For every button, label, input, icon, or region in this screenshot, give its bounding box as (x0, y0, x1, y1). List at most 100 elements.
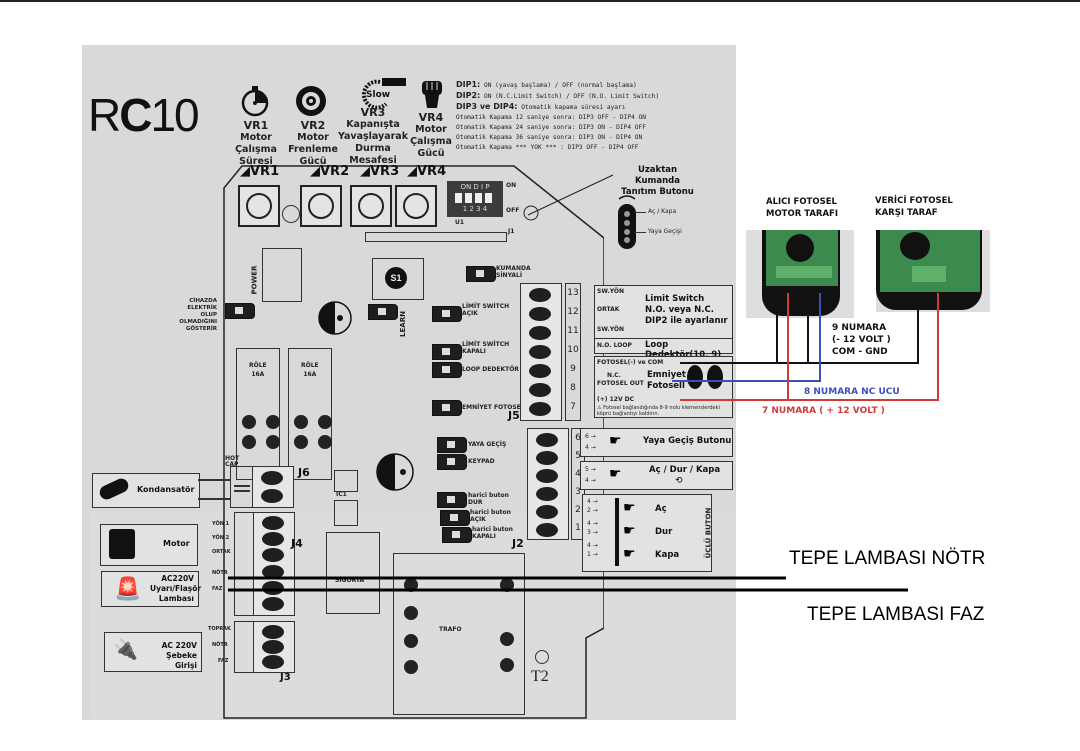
terminal-screw[interactable] (536, 469, 558, 483)
pin-number: 11 (567, 326, 579, 336)
fotosel-com-label: FOTOSEL(-) ve COM (597, 359, 664, 366)
label-line: COM - GND (832, 347, 888, 357)
pin-list: 4 →2 → 4 →3 → 4 →1 → (587, 498, 598, 558)
terminal-screw[interactable] (529, 307, 551, 321)
terminal-screw[interactable] (536, 487, 558, 501)
terminal-screw[interactable] (262, 640, 284, 654)
terminal-screw[interactable] (529, 326, 551, 340)
label-line: 16A (251, 371, 265, 378)
terminal-screw[interactable] (536, 451, 558, 465)
terminal-screw[interactable] (262, 655, 284, 669)
push-button-icon: ☛ (623, 545, 636, 561)
terminal-screw[interactable] (529, 288, 551, 302)
terminal-screw[interactable] (529, 364, 551, 378)
motor-device: Motor (100, 524, 198, 566)
receiver-lens (786, 234, 814, 262)
dip-timing-row: Otomatik Kapama 36 saniye sonra: DIP3 ON… (456, 134, 643, 141)
nc-wire (672, 293, 821, 382)
mains-pin-label: TOPRAK (208, 626, 231, 632)
terminal-screw[interactable] (529, 345, 551, 359)
terminal-screw[interactable] (536, 433, 558, 447)
fuse-label: SİGORTA (335, 577, 365, 584)
label-line: DUR (468, 499, 483, 506)
sw-yon-label: SW.YÖN (597, 288, 624, 295)
relay-pin (266, 435, 280, 449)
j2-label: J2 (512, 537, 524, 550)
vr3-id: VR3 (360, 106, 386, 119)
text-line: Fotosell (647, 381, 685, 391)
warning-text: Fotosel bağlandığında 8-9 nolu klemensle… (597, 405, 720, 417)
push-button-icon: ☛ (623, 499, 636, 515)
vr2-potentiometer[interactable] (300, 185, 342, 227)
hole (535, 650, 549, 664)
vr4-line: Çalışma (410, 136, 452, 147)
terminal-screw[interactable] (262, 565, 284, 579)
terminal-screw[interactable] (262, 532, 284, 546)
label-line: RÖLE (301, 362, 319, 369)
dip1-row: DIP1: ON (yavaş başlama) / OFF (normal b… (456, 80, 659, 91)
motor-pin-label: YÖN 2 (212, 535, 230, 541)
pin-number: 8 (570, 383, 576, 393)
dip-toggles[interactable] (455, 193, 495, 203)
hole (282, 205, 300, 223)
label-line: LİMİT SWİTCH (462, 303, 510, 310)
pedestrian-button-label: Yaya Geçiş Butonu (643, 436, 732, 446)
label-line: AÇIK (462, 310, 478, 317)
led-12 (432, 306, 462, 322)
terminal-screw[interactable] (261, 489, 283, 503)
vr4-board-id: VR4 (417, 164, 447, 179)
fuse-sigorta: SİGORTA (326, 532, 380, 614)
terminal-screw[interactable] (262, 597, 284, 611)
dip2-value: ON (N.C.Limit Switch) / OFF (N.O. Limit … (483, 93, 660, 100)
terminal-screw[interactable] (536, 505, 558, 519)
relay-pin (266, 415, 280, 429)
warning-icon: ⚠ (597, 405, 602, 411)
vr1-line: Süresi (239, 156, 273, 167)
terminal-screw[interactable] (262, 516, 284, 530)
label-line: KAPALI (472, 533, 496, 540)
pin-number: 3 (587, 529, 591, 536)
dip-switch[interactable]: ON D I P 1 2 3 4 (447, 181, 503, 217)
label-line: (- 12 VOLT ) (832, 335, 891, 345)
vr1-potentiometer[interactable] (238, 185, 280, 227)
vr3-potentiometer[interactable] (350, 185, 392, 227)
photocell-icon (707, 365, 723, 389)
vr4-potentiometer[interactable] (395, 185, 437, 227)
s1-learn-button[interactable]: S1 (372, 258, 424, 300)
label-line: SİNYALİ (496, 272, 523, 279)
logo-letter: R (88, 89, 121, 141)
pedestrian-button-box: 6 →4 → ☛ Yaya Geçiş Butonu (580, 428, 733, 457)
terminal-screw[interactable] (262, 548, 284, 562)
vr4-id: VR4 (418, 111, 444, 124)
pin-number: 7 (570, 402, 576, 412)
pin-number: 4 (587, 520, 591, 527)
dip1-key: DIP1: (456, 80, 481, 89)
loop-detector-text: Loop Dedektör(10, 9) (645, 340, 722, 360)
remote-icon[interactable] (612, 194, 642, 254)
terminal-screw[interactable] (261, 471, 283, 485)
pin-number: 6 (575, 433, 581, 443)
led-5 (437, 454, 467, 470)
trafo-pin (500, 658, 514, 672)
terminal-screw[interactable] (536, 523, 558, 537)
terminal-screw[interactable] (529, 402, 551, 416)
terminal-screw[interactable] (262, 625, 284, 639)
t2-label: T2 (531, 668, 549, 685)
vr3-line: Yavaşlayarak (337, 131, 409, 142)
no-loop-label: N.O. LOOP (597, 342, 632, 349)
label-line: AÇIK (470, 516, 486, 523)
terminal-screw[interactable] (529, 383, 551, 397)
label-line: LİMİT SWİTCH (462, 341, 510, 348)
